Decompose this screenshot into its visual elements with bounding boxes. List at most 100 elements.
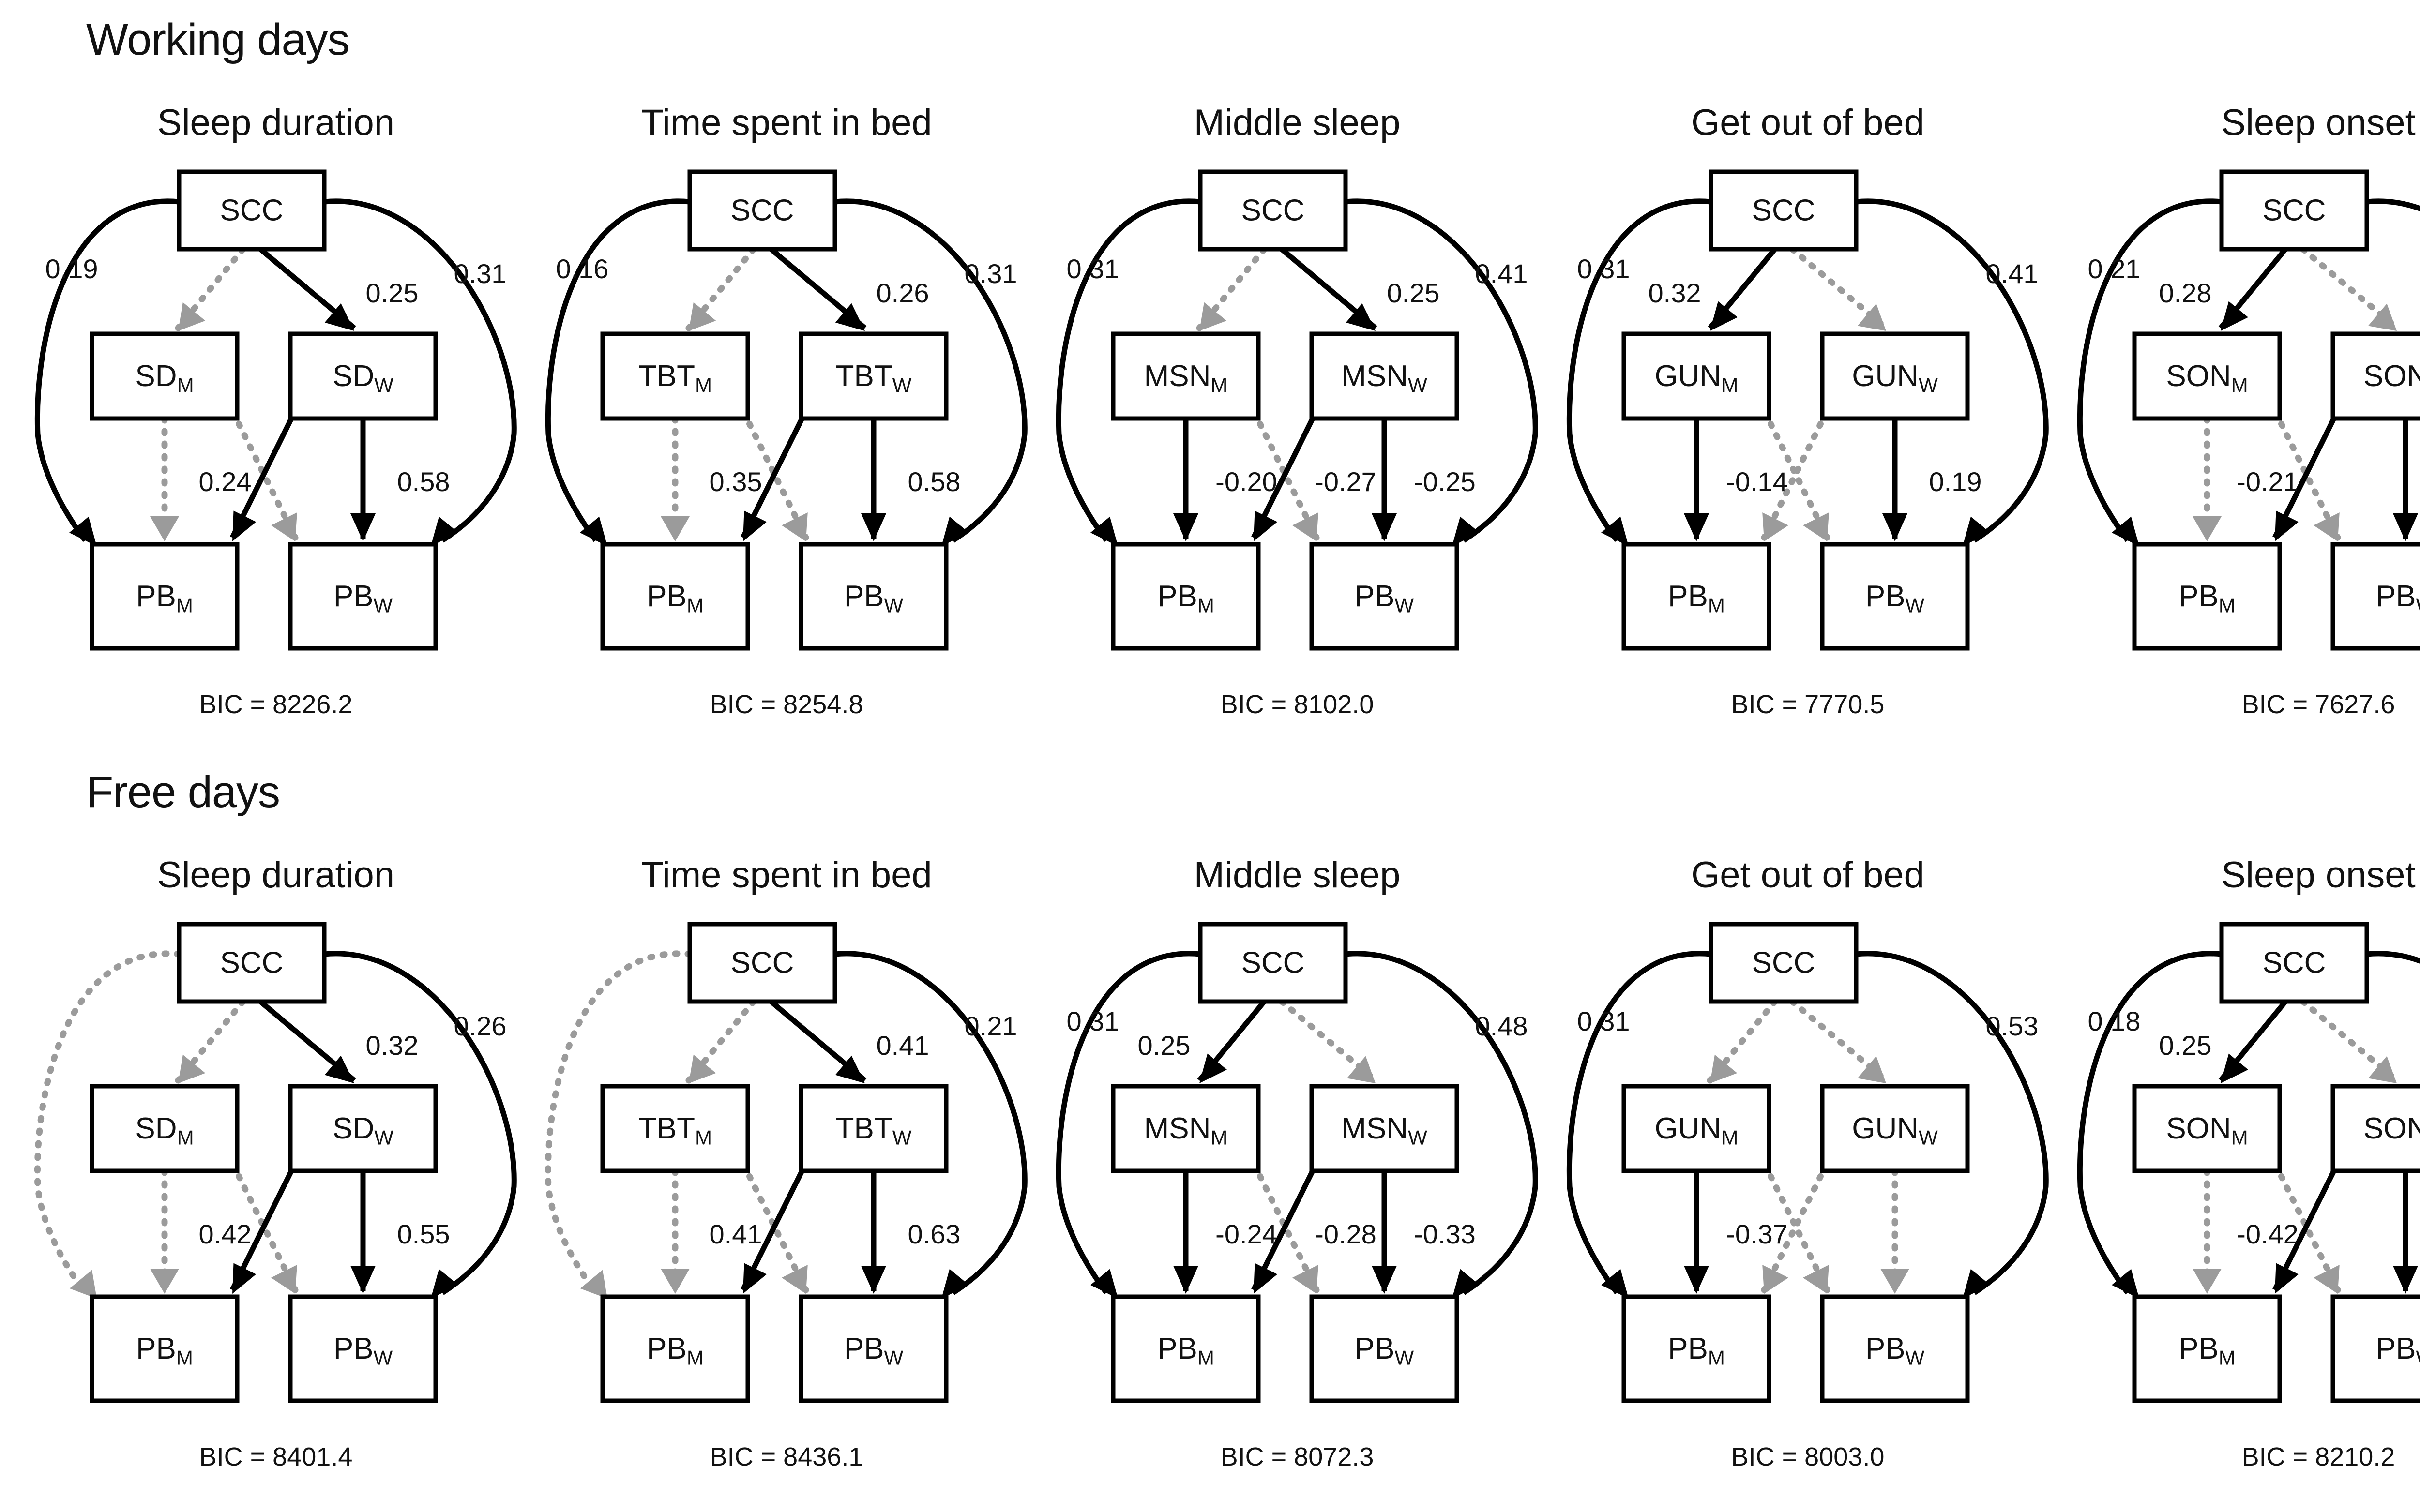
node-scc: SCC xyxy=(687,922,837,1004)
node-bot-left: PBM xyxy=(90,1294,240,1403)
panel-title: Sleep duration xyxy=(157,854,395,896)
node-bot-right: PBW xyxy=(1309,1294,1459,1403)
edge-label-scc-to-pbw: 0.41 xyxy=(1475,258,1528,289)
row-header-0: Working days xyxy=(86,15,350,64)
edge-label-scc-to-pbw: 0.21 xyxy=(965,1011,1017,1041)
svg-text:SCC: SCC xyxy=(731,946,794,979)
node-bot-left: PBM xyxy=(1621,1294,1771,1403)
edge-midleft-to-pbw-dotted xyxy=(1251,1162,1320,1293)
svg-text:SONW: SONW xyxy=(2363,359,2420,397)
svg-text:SCC: SCC xyxy=(2263,946,2326,979)
node-bot-left: PBM xyxy=(600,542,750,651)
node-bot-right: PBW xyxy=(799,1294,949,1403)
node-bot-left: PBM xyxy=(1621,542,1771,651)
edge-label-midright-to-pbm: -0.27 xyxy=(1315,466,1376,497)
edge-midleft-to-pbw-dotted xyxy=(2272,409,2341,541)
edge-label-midleft-to-pbm: 0.35 xyxy=(710,466,762,497)
svg-text:SCC: SCC xyxy=(220,194,284,227)
edge-scc-to-pbw-solid xyxy=(834,198,1028,543)
edge-label-scc-to-midright: 0.25 xyxy=(1387,278,1440,308)
edge-midleft-to-pbw-dotted xyxy=(741,1162,809,1293)
bic-label: BIC = 7627.6 xyxy=(2241,690,2395,719)
edge-scc-to-pbm-solid xyxy=(1056,198,1201,542)
edge-midright-to-pbm-dotted xyxy=(1761,409,1830,541)
svg-text:PBW: PBW xyxy=(2376,1332,2420,1369)
panel-title: Time spent in bed xyxy=(641,102,932,143)
svg-text:PBM: PBM xyxy=(647,1332,704,1369)
edge-label-midleft-to-pbm: 0.24 xyxy=(199,466,252,497)
edge-scc-to-pbm-solid xyxy=(2077,198,2222,542)
node-bot-right: PBW xyxy=(288,1294,438,1403)
node-mid-right: TBTW xyxy=(799,331,949,421)
edge-label-midleft-to-pbm: -0.21 xyxy=(2237,466,2299,497)
edge-label-midleft-to-pbm: 0.42 xyxy=(199,1219,252,1249)
edge-label-midleft-to-pbm: -0.14 xyxy=(1726,466,1788,497)
edge-scc-to-pbw-solid xyxy=(324,951,517,1295)
svg-text:SCC: SCC xyxy=(1752,946,1815,979)
edge-label-midleft-to-pbm: -0.37 xyxy=(1726,1219,1788,1249)
edge-label-scc-to-pbm: 0.31 xyxy=(1067,1006,1119,1036)
node-scc: SCC xyxy=(1198,922,1348,1004)
edge-label-scc-to-pbm: 0.19 xyxy=(45,254,98,284)
svg-text:SDM: SDM xyxy=(135,359,194,397)
node-mid-right: SDW xyxy=(288,1084,438,1173)
svg-text:SCC: SCC xyxy=(1241,946,1305,979)
panel-title: Sleep onset xyxy=(2221,854,2416,896)
node-bot-right: PBW xyxy=(799,542,949,651)
edge-label-scc-to-pbw: 0.31 xyxy=(965,258,1017,289)
node-scc: SCC xyxy=(177,169,327,252)
panel-title: Time spent in bed xyxy=(641,854,932,896)
edge-midleft-to-pbw-dotted xyxy=(2272,1162,2341,1293)
node-mid-right: SONW xyxy=(2330,1084,2420,1173)
node-bot-left: PBM xyxy=(1111,542,1261,651)
edge-midleft-to-pbw-dotted xyxy=(230,409,299,541)
svg-text:GUNW: GUNW xyxy=(1852,359,1938,397)
svg-text:SONW: SONW xyxy=(2363,1112,2420,1149)
edge-label-scc-to-pbw: 0.53 xyxy=(1986,1011,2039,1041)
svg-text:PBW: PBW xyxy=(1865,1332,1925,1369)
panel-title: Sleep duration xyxy=(157,102,395,143)
node-mid-right: GUNW xyxy=(1820,1084,1970,1173)
edge-scc-to-pbw-solid xyxy=(1856,951,2049,1295)
node-mid-left: SONM xyxy=(2132,1084,2282,1173)
edge-scc-to-pbw-solid xyxy=(1345,198,1538,543)
edge-label-scc-to-pbm: 0.21 xyxy=(2088,254,2141,284)
svg-text:SCC: SCC xyxy=(220,946,284,979)
bic-label: BIC = 8102.0 xyxy=(1220,690,1374,719)
node-mid-left: TBTM xyxy=(600,331,750,421)
edge-label-scc-to-midleft: 0.28 xyxy=(2159,278,2212,308)
bic-label: BIC = 8436.1 xyxy=(710,1442,863,1471)
edge-label-scc-to-pbw: 0.26 xyxy=(454,1011,507,1041)
panel-1-4: Sleep onsetSCCSONMSONWPBMPBW0.180.360.25… xyxy=(2062,854,2420,1512)
edge-label-midright-to-pbw: 0.63 xyxy=(908,1219,961,1249)
edge-midright-to-pbm-dotted xyxy=(1761,1162,1830,1293)
edge-scc-to-pbw-solid xyxy=(1856,198,2049,543)
edge-label-scc-to-midleft: 0.25 xyxy=(2159,1030,2212,1061)
svg-text:PBM: PBM xyxy=(1668,580,1725,617)
edge-label-midleft-to-pbm: 0.41 xyxy=(710,1219,762,1249)
node-scc: SCC xyxy=(1709,922,1859,1004)
edge-label-scc-to-midleft: 0.25 xyxy=(1138,1030,1191,1061)
edge-label-midleft-to-pbm: -0.24 xyxy=(1215,1219,1277,1249)
bic-label: BIC = 8003.0 xyxy=(1731,1442,1885,1471)
panel-title: Get out of bed xyxy=(1691,854,1924,896)
node-mid-right: SONW xyxy=(2330,331,2420,421)
node-bot-left: PBM xyxy=(2132,1294,2282,1403)
node-mid-right: GUNW xyxy=(1820,331,1970,421)
edge-label-midright-to-pbw: 0.58 xyxy=(397,466,450,497)
edge-label-midright-to-pbm: -0.28 xyxy=(1315,1219,1376,1249)
node-mid-left: TBTM xyxy=(600,1084,750,1173)
node-bot-left: PBM xyxy=(1111,1294,1261,1403)
